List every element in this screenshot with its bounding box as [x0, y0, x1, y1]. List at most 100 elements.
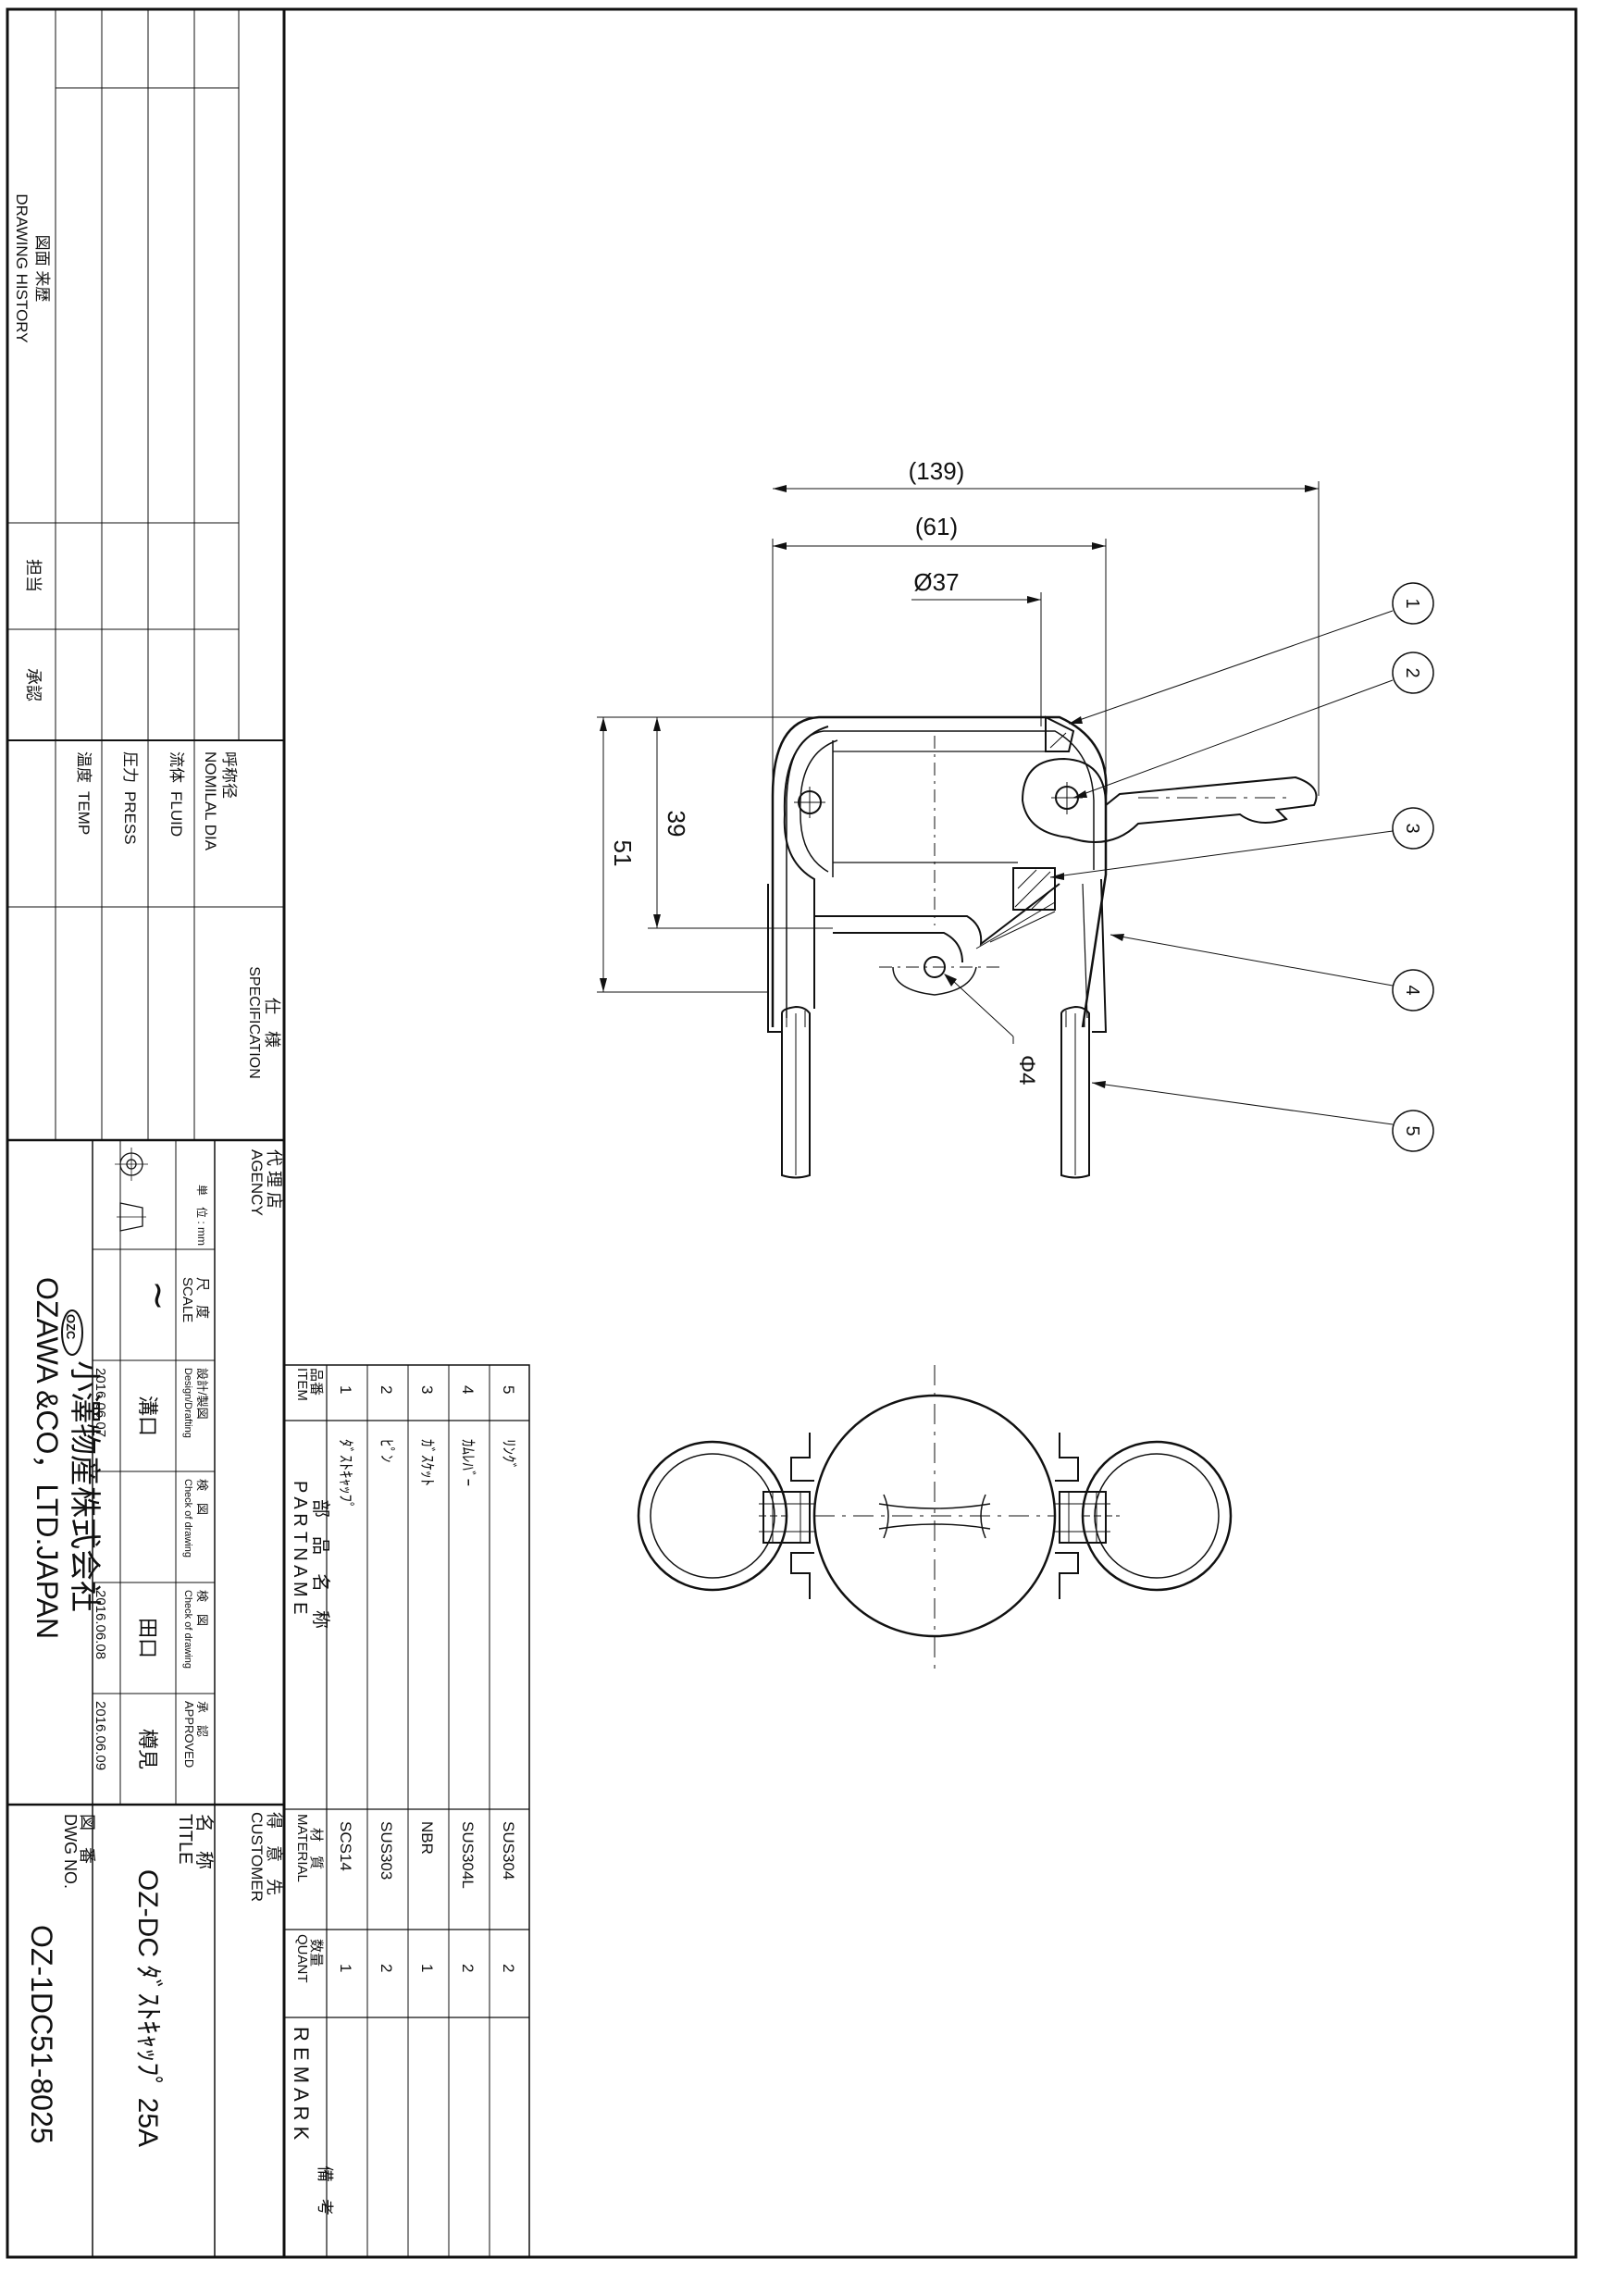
customer-block: 得 意 先 CUSTOMER	[248, 1812, 283, 1902]
balloon-5-text: 5	[1402, 1125, 1422, 1136]
ring-left	[781, 1005, 811, 1179]
signoff-check1-label-en: Check of drawing	[182, 1479, 193, 1558]
row-item: 5	[500, 1385, 517, 1394]
signoff-check2-label-en: Check of drawing	[182, 1590, 193, 1669]
spec-temp-label-jp: 温度	[75, 751, 93, 783]
balloon-3: 3	[1049, 807, 1434, 880]
signoff-design-label-jp: 設計/製図	[195, 1368, 209, 1420]
row-part-name: ﾘﾝｸﾞ	[500, 1439, 517, 1471]
row-part-name: ﾋﾟﾝ	[378, 1439, 395, 1463]
bottom-view	[637, 1365, 1233, 1675]
dim-39-text: 39	[663, 811, 690, 838]
row-item: 4	[459, 1385, 477, 1394]
dim-61-text: (61)	[915, 513, 958, 540]
signoff-approved-label-jp: 承 認	[195, 1701, 209, 1737]
customer-label-jp: 得 意 先	[265, 1812, 283, 1895]
signoff-check-2: 検 図 Check of drawing 田口 2016.06.08	[93, 1590, 209, 1669]
signoff-check1-label-jp: 検 図	[195, 1479, 209, 1515]
balloon-5: 5	[1091, 1081, 1434, 1152]
row-material: SCS14	[337, 1821, 354, 1871]
spec-press-label-en: PRESS	[121, 791, 139, 845]
scale-value: ∼	[138, 1280, 179, 1311]
table-row: 2 ﾋﾟﾝ SUS303 2	[378, 1385, 395, 1972]
row-part-name: ｶﾞｽｹｯﾄ	[418, 1439, 436, 1486]
th-material-jp: 材 質	[308, 1828, 325, 1869]
title-label-jp: 名 称	[193, 1814, 215, 1869]
row-part-name: ｶﾑﾚﾊﾞｰ	[459, 1439, 477, 1486]
row-quant: 2	[378, 1964, 395, 1972]
agency-label-jp: 代 理 店	[265, 1149, 283, 1209]
side-section-view: (139) (61) Ø37 39	[597, 457, 1434, 1179]
specification-block: 仕 様 SPECIFICATION 呼称径 NOMILAL DIA 流体 FLU…	[75, 751, 281, 1079]
signoff-design-label-en: Design/Drafting	[182, 1368, 193, 1438]
title-block: 名 称 TITLE OZ-DC ﾀﾞｽﾄｷｬｯﾌﾟ 25A	[132, 1814, 215, 2147]
person-in-charge-label: 担当	[24, 559, 43, 592]
spec-fluid-label-jp: 流体	[167, 751, 185, 783]
spec-title-jp: 仕 様	[263, 998, 281, 1048]
gasket	[1012, 867, 1056, 911]
table-row: 4 ｶﾑﾚﾊﾞｰ SUS304L 2	[459, 1385, 477, 1972]
th-remark-en: R E M A R K	[290, 2027, 313, 2141]
signoff-check-1: 検 図 Check of drawing	[182, 1479, 209, 1558]
company-logo-text: OZC	[64, 1314, 78, 1340]
table-row: 5 ﾘﾝｸﾞ SUS304 2	[500, 1385, 517, 1972]
dwg-label-jp: 図 番	[78, 1814, 96, 1864]
signoff-approved-label-en: APPROVED	[182, 1701, 196, 1768]
th-remark-jp: 備 考	[316, 2166, 334, 2215]
balloon-2: 2	[1072, 652, 1434, 799]
dimension-51: 51	[597, 716, 819, 993]
row-quant: 2	[500, 1964, 517, 1972]
row-quant: 1	[337, 1964, 354, 1972]
first-angle-projection-icon	[115, 1148, 148, 1232]
signoff-approved-name: 樽見	[136, 1729, 159, 1769]
dimension-phi4: Φ4	[944, 974, 1039, 1086]
row-quant: 1	[418, 1964, 436, 1972]
row-quant: 2	[459, 1964, 477, 1972]
table-row: 3 ｶﾞｽｹｯﾄ NBR 1	[418, 1385, 436, 1972]
row-part-name: ﾀﾞｽﾄｷｬｯﾌﾟ	[337, 1439, 354, 1510]
signoff-approved-date: 2016.06.09	[93, 1701, 108, 1770]
dimension-39: 39	[648, 717, 833, 929]
signoff-approved: 承 認 APPROVED 樽見 2016.06.09	[93, 1701, 209, 1770]
agency-block: 代 理 店 AGENCY	[248, 1149, 283, 1216]
unit-label: 単 位 : mm	[195, 1185, 209, 1246]
agency-label-en: AGENCY	[248, 1149, 266, 1216]
drawing-title: OZ-DC ﾀﾞｽﾄｷｬｯﾌﾟ 25A	[132, 1869, 163, 2147]
projection-symbols: 単 位 : mm 尺 度 SCALE ∼	[115, 1148, 210, 1322]
th-part-jp: 部 品 名 称	[310, 1499, 331, 1629]
row-item: 3	[418, 1385, 436, 1394]
spec-fluid-label-en: FLUID	[167, 791, 185, 837]
row-material: NBR	[418, 1821, 436, 1855]
th-material-en: MATERIAL	[294, 1814, 310, 1882]
dim-phi4-text: Φ4	[1014, 1055, 1039, 1086]
row-material: SUS304L	[459, 1821, 477, 1889]
history-title-jp: 図面 来歴	[33, 235, 51, 303]
title-label-en: TITLE	[175, 1814, 195, 1864]
dim-51-text: 51	[609, 840, 637, 867]
row-item: 2	[378, 1385, 395, 1394]
signoff-check2-label-jp: 検 図	[195, 1590, 209, 1626]
scale-label-jp: 尺 度	[194, 1277, 210, 1319]
table-row: 1 ﾀﾞｽﾄｷｬｯﾌﾟ SCS14 1	[337, 1385, 354, 1972]
company-block: OZC 小澤物産株式会社 OZAWA &CO，LTD.JAPAN	[31, 1277, 102, 1639]
dim-139-text: (139)	[909, 457, 965, 485]
row-material: SUS303	[378, 1821, 395, 1880]
company-logo-icon	[61, 1309, 83, 1356]
th-item-jp: 品番	[308, 1368, 324, 1396]
balloon-4-text: 4	[1402, 985, 1422, 995]
spec-title-en: SPECIFICATION	[246, 966, 262, 1079]
approval-label: 承認	[24, 668, 43, 701]
history-title-en: DRAWING HISTORY	[13, 193, 31, 342]
signoff-design-name: 溝口	[136, 1396, 159, 1436]
drawing-history: 図面 来歴 DRAWING HISTORY 担当 承認	[13, 193, 51, 701]
dimension-61: (61)	[772, 513, 1107, 796]
dwg-number: OZ-1DC51-8025	[25, 1925, 58, 2144]
th-quant-jp: 数量	[308, 1939, 324, 1967]
balloon-3-text: 3	[1402, 823, 1422, 833]
spec-dia-label-en: NOMILAL DIA	[202, 751, 219, 851]
parts-table: 品番 ITEM 部 品 名 称 P A R T N A M E 材 質 MATE…	[283, 1364, 530, 2258]
sheet-border	[6, 7, 1578, 2259]
dimension-37: Ø37	[911, 568, 1042, 726]
balloon-1: 1	[1068, 582, 1434, 725]
